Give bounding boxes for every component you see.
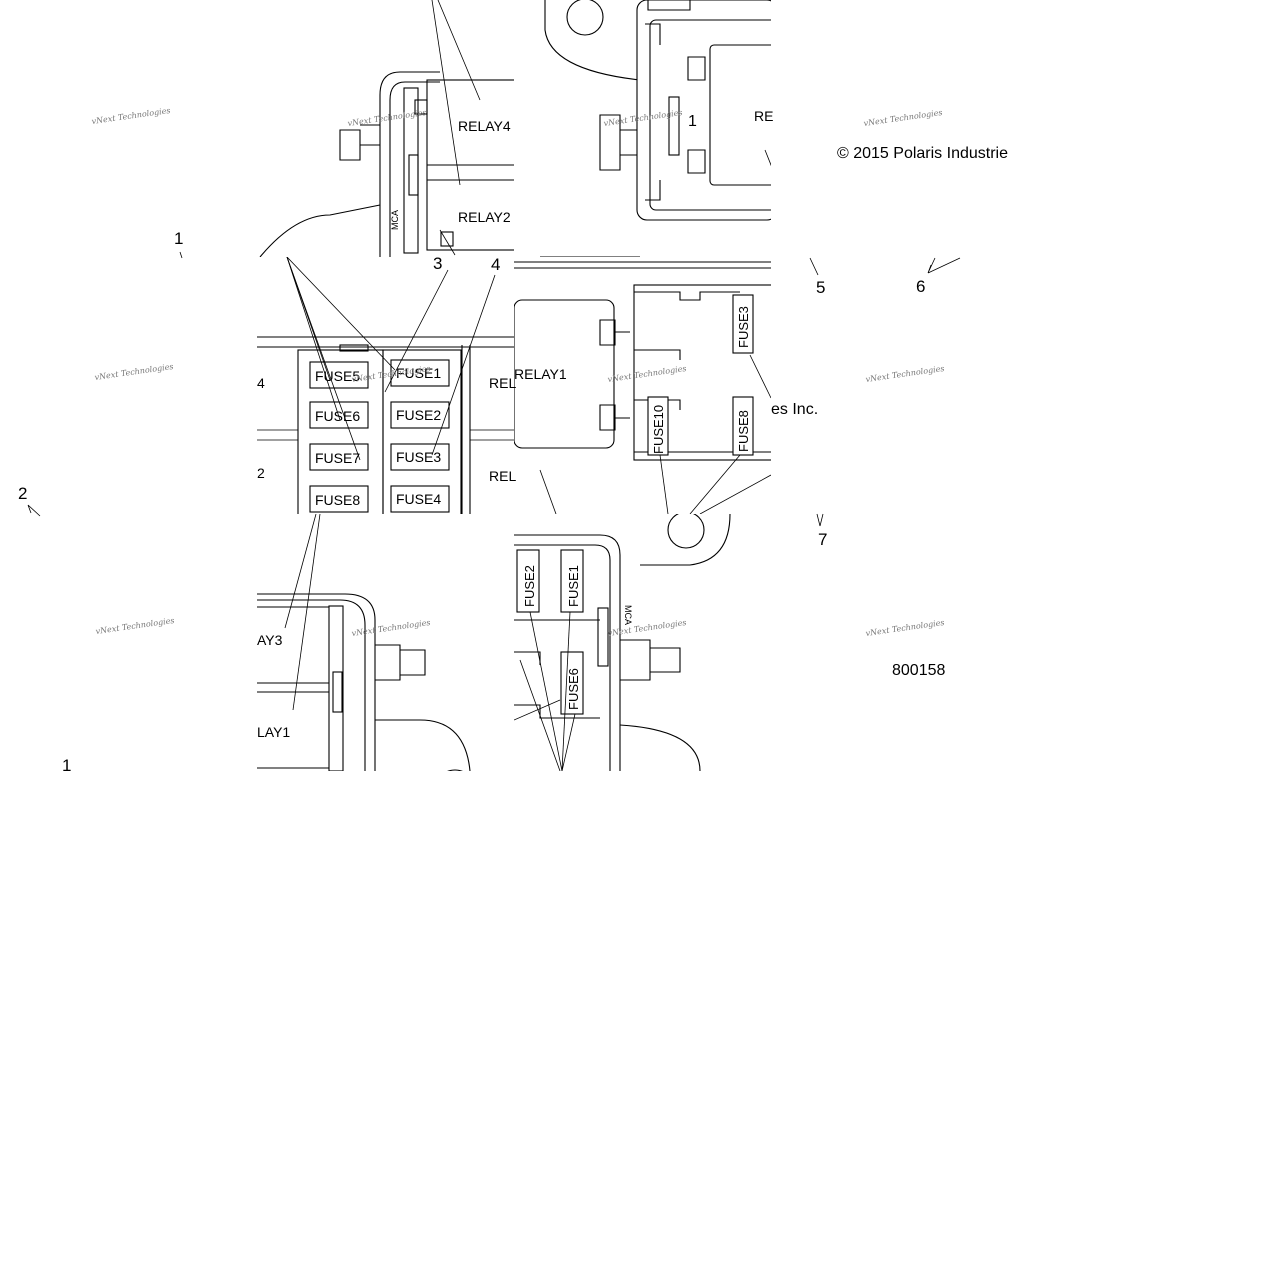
fuse7-label: FUSE7 [315, 450, 360, 466]
vfuse3-label: FUSE3 [736, 306, 751, 348]
callout-7: 7 [818, 530, 827, 549]
watermark: vNext Technologies [607, 618, 687, 638]
vfuse8-label: FUSE8 [736, 410, 751, 452]
callout-1-top: 1 [174, 229, 183, 248]
relay4-label: RELAY4 [458, 118, 511, 134]
callout-1-bottom: 1 [62, 756, 71, 775]
tile-relay-top-view [540, 0, 771, 257]
connector-mark-bottom: MCA [623, 605, 633, 625]
fuse2-label: FUSE2 [396, 407, 441, 423]
tile-fuse-end-view [514, 514, 731, 771]
relay1-label: RELAY1 [514, 366, 567, 382]
relay-rel-label-b: REL [489, 468, 516, 484]
fuse6-label: FUSE6 [315, 408, 360, 424]
watermark: vNext Technologies [91, 106, 171, 126]
vfuse6-label: FUSE6 [566, 668, 581, 710]
vfuse10-label: FUSE10 [651, 405, 666, 454]
relay-fragment-2: 2 [257, 465, 265, 481]
part-number: 800158 [892, 662, 945, 679]
relay1-bottom-label: LAY1 [257, 724, 290, 740]
vfuse2-label: FUSE2 [522, 565, 537, 607]
fuse4-label: FUSE4 [396, 491, 441, 507]
copyright-fragment: es Inc. [771, 401, 818, 418]
fuse1-label: FUSE1 [396, 365, 441, 381]
fuse5-label: FUSE5 [315, 368, 360, 384]
watermark: vNext Technologies [95, 616, 175, 636]
tile-relay-side-bottom [257, 514, 471, 771]
relay2-label: RELAY2 [458, 209, 511, 225]
callout-2: 2 [18, 484, 27, 503]
callout-4: 4 [491, 255, 500, 274]
relay-rel-label-a: REL [489, 375, 516, 391]
relay-re-label: RE [754, 108, 773, 124]
connector-mark-top: MCA [390, 210, 400, 230]
tile-relay1-fuses [514, 261, 771, 514]
fuse3-label: FUSE3 [396, 449, 441, 465]
watermark: vNext Technologies [94, 362, 174, 382]
tile-relay-side-top [259, 0, 514, 257]
callout-6: 6 [916, 277, 925, 296]
watermark: vNext Technologies [351, 618, 431, 638]
vfuse1-label: FUSE1 [566, 565, 581, 607]
copyright-text: © 2015 Polaris Industrie [837, 145, 1008, 162]
callout-1-inline: 1 [688, 113, 697, 130]
relay-fragment-4: 4 [257, 375, 265, 391]
watermark: vNext Technologies [863, 108, 943, 128]
callout-5: 5 [816, 278, 825, 297]
watermark: vNext Technologies [865, 364, 945, 384]
tile-fuse-block [257, 257, 514, 514]
relay3-label: AY3 [257, 632, 283, 648]
callout-3: 3 [433, 254, 442, 273]
watermark: vNext Technologies [865, 618, 945, 638]
watermark: vNext Technologies [607, 364, 687, 384]
fuse8-label: FUSE8 [315, 492, 360, 508]
